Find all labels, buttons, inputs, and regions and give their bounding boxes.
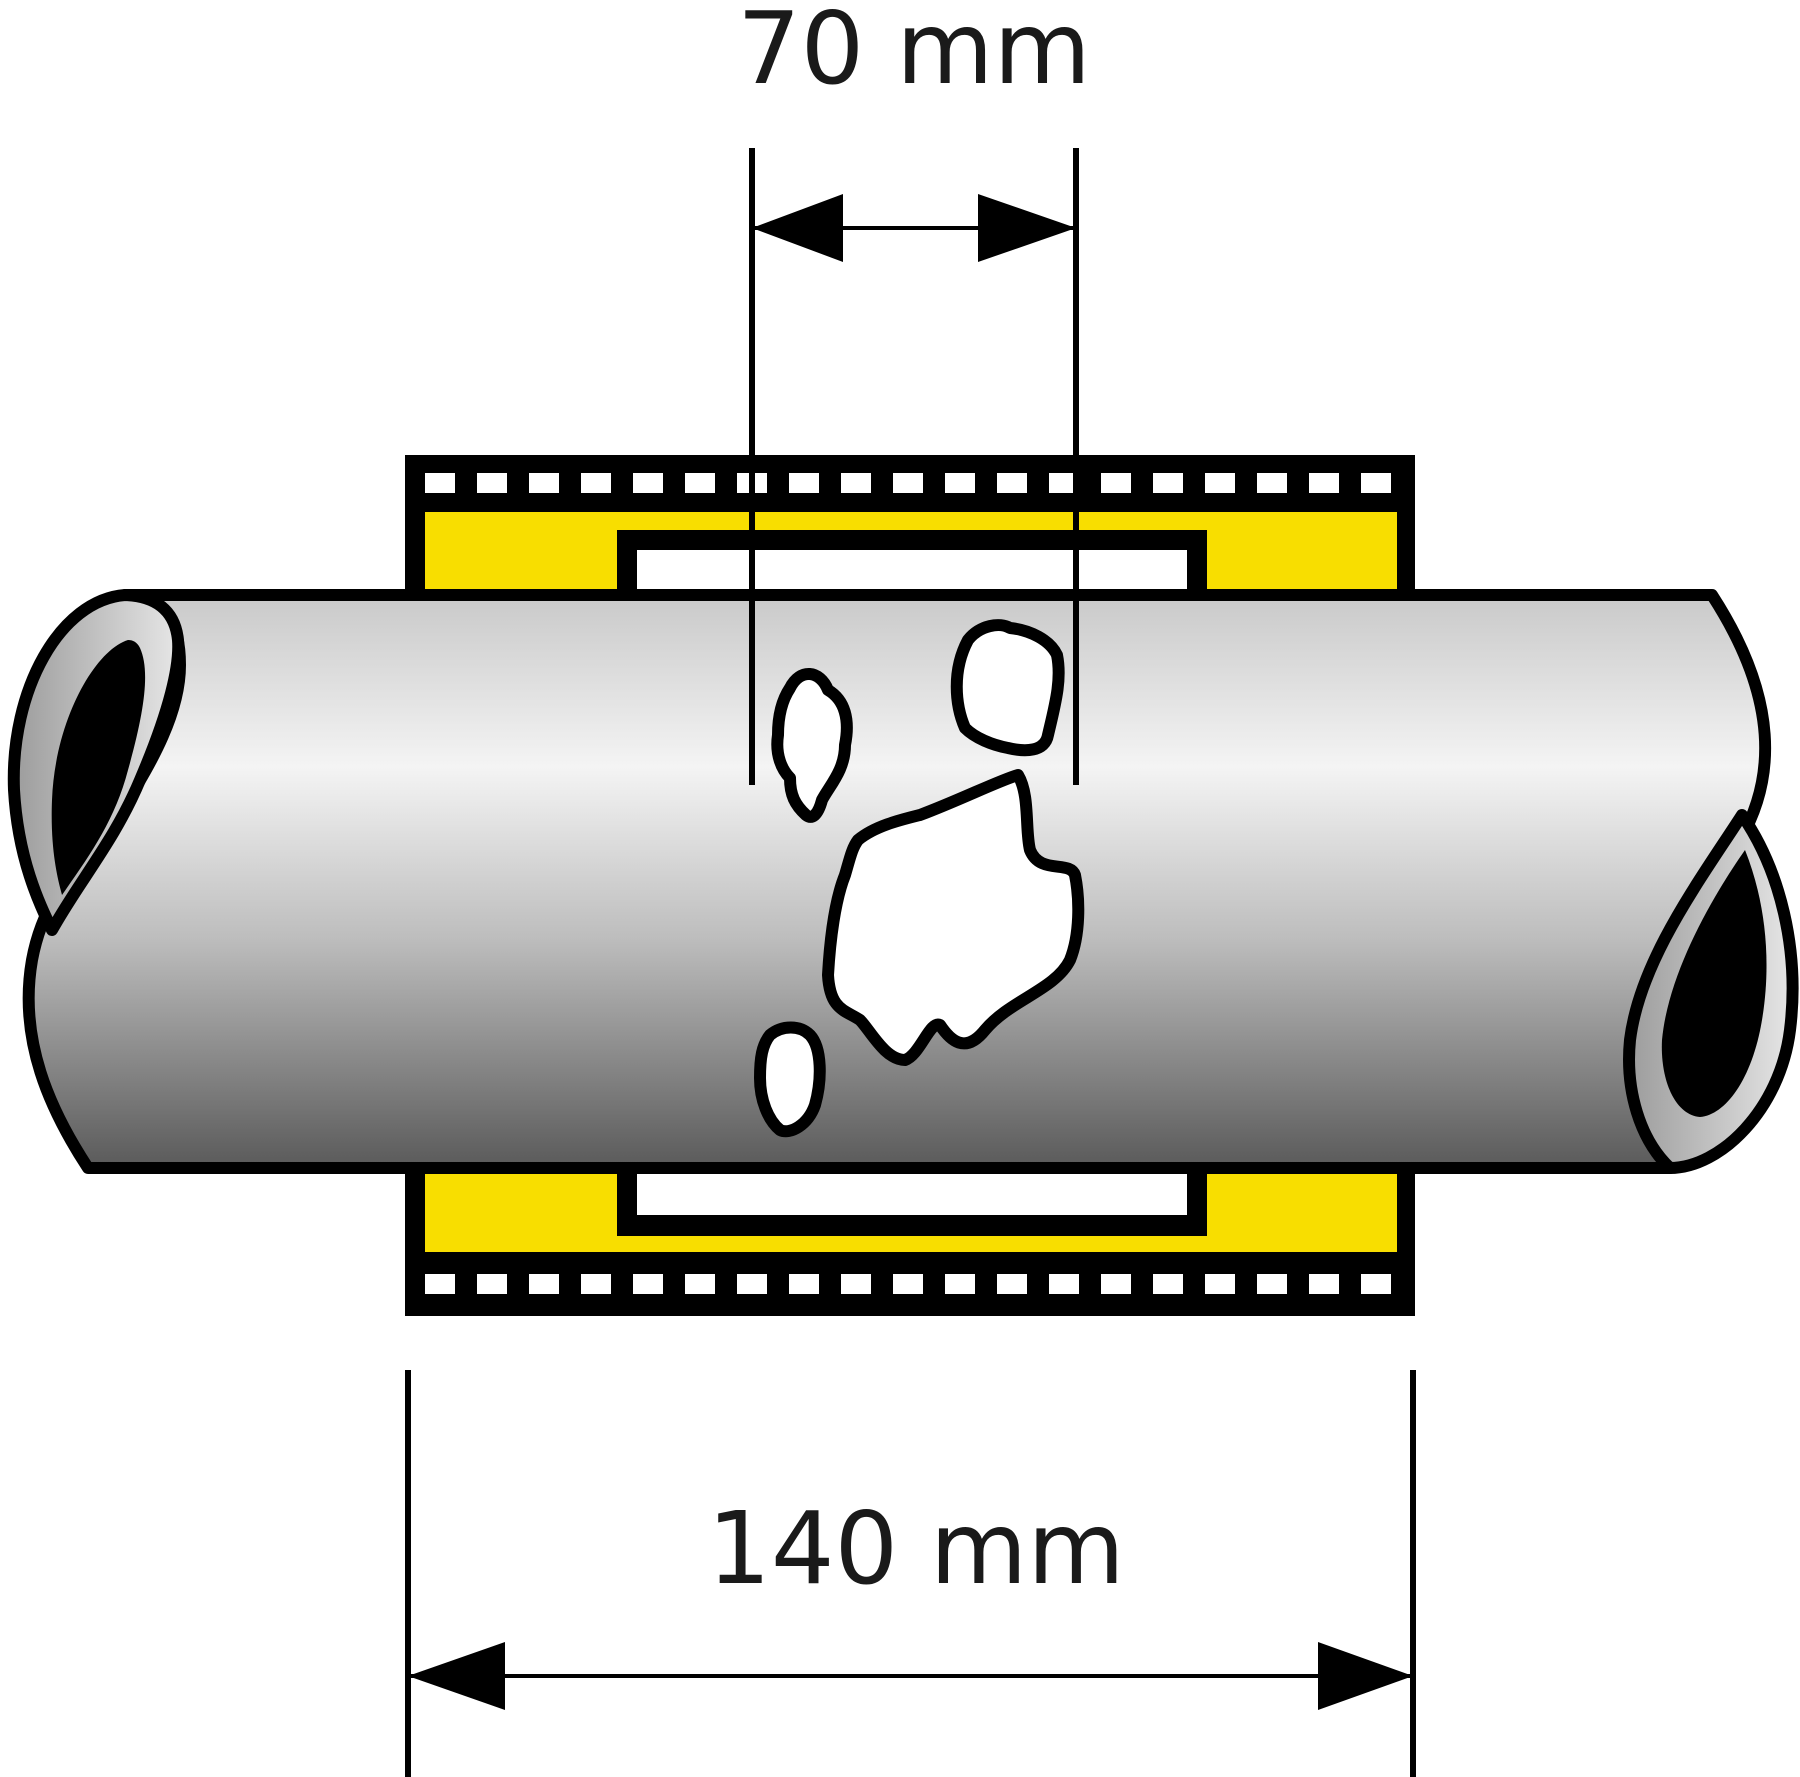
pipe-left-end-hole <box>51 640 146 895</box>
damage-spot-2 <box>950 619 1065 757</box>
arrowhead-right-icon <box>978 194 1076 262</box>
pipe-right-end-hole <box>1661 850 1767 1117</box>
pipe-damage-spots <box>754 619 1085 1138</box>
arrowhead-left-icon <box>408 1642 505 1710</box>
damage-spot-4 <box>754 1021 826 1138</box>
pipe <box>7 589 1799 1174</box>
sleeve-bottom-insert <box>637 1168 1187 1215</box>
sleeve-top-insert <box>637 550 1187 595</box>
dimension-label-inner: 70 mm <box>737 0 1091 107</box>
damage-spot-1 <box>771 668 853 823</box>
dimension-outer: 140 mm <box>405 1370 1416 1777</box>
damage-spot-3 <box>822 769 1085 1066</box>
repair-sleeve <box>405 455 1415 1316</box>
dimension-inner: 70 mm <box>737 0 1091 785</box>
dimension-label-outer: 140 mm <box>707 1490 1124 1607</box>
arrowhead-left-icon <box>752 194 843 262</box>
arrowhead-right-icon <box>1318 1642 1413 1710</box>
